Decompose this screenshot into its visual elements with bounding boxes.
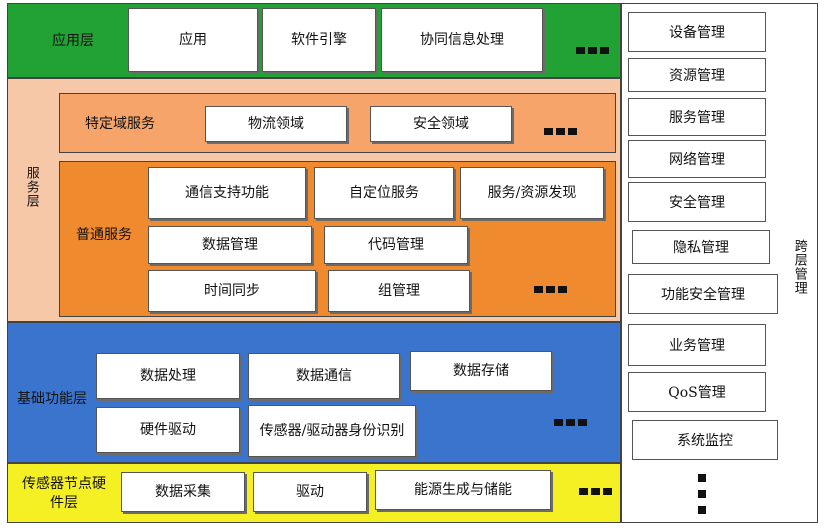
application-layer: 应用层 应用 软件引擎 协同信息处理 (7, 3, 621, 78)
general-box-time-sync: 时间同步 (148, 270, 316, 312)
specific-box-security: 安全领域 (370, 106, 512, 142)
general-services: 普通服务 通信支持功能 自定位服务 服务/资源发现 数据管理 代码管理 时间同步… (59, 161, 616, 317)
base-box-data-storage: 数据存储 (410, 351, 552, 391)
service-layer: 服务层 特定域服务 物流领域 安全领域 普通服务 通信支持功能 自定位服务 服务… (7, 78, 621, 322)
cross-box-network-management: 网络管理 (628, 140, 766, 178)
service-layer-label: 服务层 (23, 166, 39, 208)
sensor-hardware-layer: 传感器节点硬件层 数据采集 驱动 能源生成与储能 (7, 463, 621, 523)
base-box-sensor-driver-identification: 传感器/驱动器身份识别 (248, 405, 416, 457)
general-services-ellipsis (534, 286, 567, 293)
general-box-data-management: 数据管理 (148, 226, 312, 264)
specific-domain-ellipsis (544, 128, 577, 135)
cross-box-functional-safety-management: 功能安全管理 (628, 274, 778, 314)
app-box-software-engine: 软件引擎 (262, 8, 376, 72)
specific-domain-label: 特定域服务 (85, 115, 155, 132)
specific-box-logistics: 物流领域 (205, 106, 347, 142)
specific-domain-services: 特定域服务 物流领域 安全领域 (59, 93, 616, 153)
base-box-data-communication: 数据通信 (248, 353, 400, 399)
application-layer-label: 应用层 (52, 33, 94, 50)
base-layer-ellipsis (554, 419, 587, 426)
cross-layer-management: 跨层管理 设备管理 资源管理 服务管理 网络管理 安全管理 隐私管理 功能安全管… (621, 3, 818, 523)
cross-box-qos-management: QoS管理 (628, 372, 766, 412)
cross-box-service-management: 服务管理 (628, 98, 766, 136)
cross-box-system-monitoring: 系统监控 (632, 420, 778, 460)
hardware-box-energy-harvesting: 能源生成与储能 (375, 470, 551, 510)
general-box-code-management: 代码管理 (324, 226, 468, 264)
base-box-hardware-driver: 硬件驱动 (96, 407, 240, 453)
general-box-communication-support: 通信支持功能 (148, 167, 306, 219)
hardware-box-data-acquisition: 数据采集 (121, 472, 245, 512)
cross-layer-ellipsis (698, 474, 706, 514)
app-box-application: 应用 (128, 8, 258, 72)
cross-box-device-management: 设备管理 (628, 12, 766, 52)
base-box-data-processing: 数据处理 (96, 353, 240, 399)
base-function-layer-label: 基础功能层 (17, 390, 87, 407)
sensor-hardware-layer-label: 传感器节点硬件层 (22, 476, 106, 511)
general-box-self-localization: 自定位服务 (314, 167, 454, 219)
base-function-layer: 基础功能层 数据处理 数据通信 数据存储 硬件驱动 传感器/驱动器身份识别 (7, 322, 621, 463)
cross-box-business-management: 业务管理 (628, 324, 766, 366)
app-layer-ellipsis (576, 47, 609, 54)
general-box-group-management: 组管理 (328, 270, 470, 312)
hardware-box-driver: 驱动 (253, 472, 367, 512)
general-box-service-resource-discovery: 服务/资源发现 (460, 167, 604, 219)
cross-box-resource-management: 资源管理 (628, 58, 766, 92)
app-box-cooperative-info-processing: 协同信息处理 (381, 8, 543, 72)
cross-box-security-management: 安全管理 (628, 182, 766, 222)
general-services-label: 普通服务 (76, 226, 132, 243)
cross-box-privacy-management: 隐私管理 (632, 230, 770, 264)
hardware-layer-ellipsis (579, 488, 612, 495)
cross-layer-label: 跨层管理 (791, 239, 807, 295)
